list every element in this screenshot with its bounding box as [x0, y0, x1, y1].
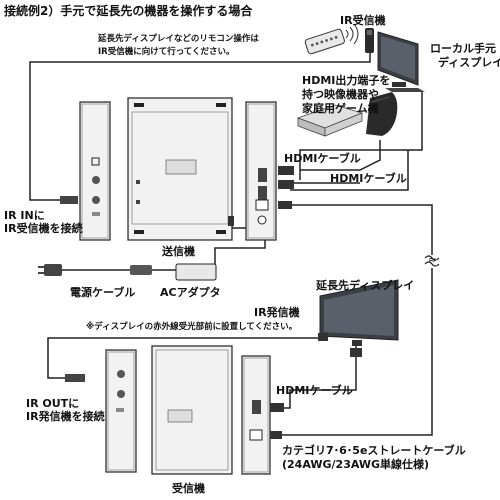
ac-adapter-icon	[175, 263, 217, 281]
hdmi-cable-label3: HDMIケーブル	[276, 384, 353, 397]
remote-note-line1: 延長先ディスプレイなどのリモコン操作は	[98, 34, 259, 44]
receiver-plugs	[270, 403, 284, 439]
ir-out-plug	[65, 374, 85, 382]
receiver-top	[151, 345, 233, 475]
ir-receiver-label: IR受信機	[340, 14, 386, 27]
hdmi-source-label2: 持つ映像機器や	[302, 88, 379, 101]
transmitter-top	[127, 97, 233, 241]
transmitter-side-left	[79, 101, 111, 241]
power-cable-label: 電源ケーブル	[70, 286, 136, 299]
ac-adapter-label: ACアダプタ	[160, 286, 221, 299]
ir-out-label2: IR発信機を接続	[26, 410, 105, 423]
hdmi-cable-label2: HDMIケーブル	[330, 172, 407, 185]
hdmi-remote-cable	[270, 342, 357, 409]
receiver-side-left	[105, 349, 137, 473]
ir-emitter-cable	[47, 337, 322, 379]
hdmi-source-label1: HDMI出力端子を	[302, 74, 391, 87]
ir-in-label1: IR INに	[4, 209, 45, 222]
power-plug-icon	[38, 264, 152, 276]
ir-receiver-cable	[29, 52, 371, 201]
ir-out-label1: IR OUTに	[26, 397, 80, 410]
hdmi-source-cable	[300, 140, 381, 171]
emitter-note: ※ディスプレイの赤外線受光部前に設置してください。	[86, 322, 298, 332]
ir-emitter-label: IR発信機	[254, 306, 300, 319]
lan-cable-label1: カテゴリ7･6･5eストレートケーブル	[282, 444, 466, 457]
receiver-label: 受信機	[172, 482, 205, 495]
local-display-label2: ディスプレイ	[438, 56, 500, 69]
remote-note-line2: IR受信機に向けて行ってください。	[98, 47, 235, 57]
cable-lines	[29, 52, 433, 436]
game-console-icon	[366, 92, 398, 136]
lan-cable-bottom	[275, 268, 433, 436]
page-title: 接続例2）手元で延長先の機器を操作する場合	[4, 4, 253, 18]
cable-break-mark	[424, 255, 440, 267]
hdmi-plugs-transmitter	[228, 166, 294, 226]
lan-cable-label2: (24AWG/23AWG単線仕様)	[282, 458, 430, 471]
transmitter-side-right	[245, 101, 277, 241]
ir-in-plug	[60, 196, 78, 204]
hdmi-plug-display	[350, 348, 362, 357]
remote-display-icon	[319, 279, 399, 346]
lan-cable-top	[290, 204, 433, 255]
remote-display-label: 延長先ディスプレイ	[316, 279, 415, 292]
local-display-icon	[377, 31, 425, 92]
transmitter-label: 送信機	[162, 245, 195, 258]
remote-control-icon	[304, 23, 359, 55]
break-mark-label: ≈	[428, 255, 437, 266]
video-player-icon	[296, 104, 364, 137]
hdmi-cable-label1: HDMIケーブル	[284, 152, 361, 165]
ir-emitter-device	[318, 333, 328, 341]
hdmi-source-label3: 家庭用ゲーム機	[302, 102, 379, 115]
receiver-side-right	[241, 355, 271, 475]
hdmi-cable-end-b	[290, 150, 409, 191]
local-display-label1: ローカル手元	[430, 42, 496, 55]
ir-in-label2: IR受信機を接続	[4, 222, 83, 235]
ir-receiver-device	[365, 28, 374, 53]
hdmi-local-cable	[299, 92, 423, 180]
